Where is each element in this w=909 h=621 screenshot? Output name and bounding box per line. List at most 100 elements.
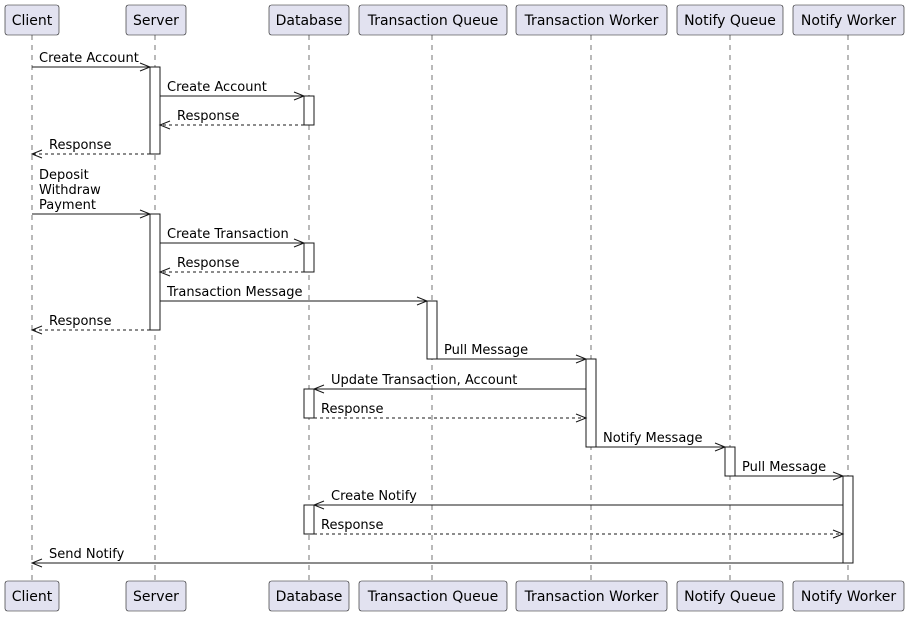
- message-label: Deposit: [39, 168, 89, 183]
- arrowhead: [158, 267, 171, 277]
- message-label: Create Transaction: [167, 227, 289, 242]
- participant-tworker-bottom: Transaction Worker: [515, 580, 668, 612]
- participant-label: Transaction Queue: [367, 589, 499, 605]
- participant-label: Notify Worker: [801, 13, 896, 29]
- message-label: Pull Message: [742, 460, 826, 475]
- message-11: Update Transaction, Account: [312, 373, 586, 394]
- participant-label: Transaction Queue: [367, 13, 499, 29]
- participant-label: Transaction Worker: [524, 13, 659, 29]
- participant-box: [125, 580, 187, 612]
- message-label: Create Account: [167, 80, 267, 95]
- activation-bar-database: [303, 95, 315, 126]
- message-2: Create Account: [160, 80, 306, 101]
- participant-database-bottom: Database: [268, 580, 350, 612]
- activation-bar-server: [149, 66, 161, 155]
- activation-bar-database: [303, 242, 315, 273]
- message-label: Create Account: [39, 51, 139, 66]
- activation-bar-database: [303, 504, 315, 535]
- arrowhead: [30, 149, 43, 159]
- message-14: Pull Message: [735, 460, 845, 481]
- message-label: Response: [177, 109, 239, 124]
- message-label: Payment: [39, 198, 96, 213]
- arrowhead: [416, 296, 429, 306]
- participant-box: [358, 580, 508, 612]
- participant-label: Notify Worker: [801, 589, 896, 605]
- activation-bar-tqueue: [426, 300, 438, 360]
- participant-box: [4, 580, 60, 612]
- participant-box: [792, 580, 905, 612]
- message-1: Create Account: [32, 51, 152, 72]
- arrowhead: [575, 413, 588, 423]
- message-4: Response: [30, 138, 150, 159]
- participant-tqueue-bottom: Transaction Queue: [358, 580, 508, 612]
- participant-box: [268, 580, 350, 612]
- arrowhead: [714, 442, 727, 452]
- message-label: Response: [49, 138, 111, 153]
- arrowhead: [30, 558, 43, 568]
- participant-box: [515, 580, 668, 612]
- arrowhead: [293, 238, 306, 248]
- participant-label: Server: [133, 13, 179, 29]
- message-13: Notify Message: [596, 431, 727, 452]
- participant-tworker-top: Transaction Worker: [515, 4, 668, 36]
- arrowhead: [575, 354, 588, 364]
- arrowhead: [139, 209, 152, 219]
- message-10: Pull Message: [437, 343, 588, 364]
- activation-bar-tworker: [585, 358, 597, 448]
- participant-label: Notify Queue: [684, 13, 776, 29]
- message-17: Send Notify: [30, 547, 843, 568]
- participant-client-top: Client: [4, 4, 60, 36]
- message-label: Transaction Message: [166, 285, 302, 300]
- arrowhead: [139, 62, 152, 72]
- arrowhead: [832, 529, 845, 539]
- participant-nqueue-bottom: Notify Queue: [676, 580, 784, 612]
- participant-tqueue-top: Transaction Queue: [358, 4, 508, 36]
- participant-server-bottom: Server: [125, 580, 187, 612]
- participant-label: Client: [12, 13, 53, 29]
- participant-label: Database: [276, 13, 343, 29]
- participant-server-top: Server: [125, 4, 187, 36]
- participant-nqueue-top: Notify Queue: [676, 4, 784, 36]
- message-15: Create Notify: [312, 489, 843, 510]
- participant-box: [268, 4, 350, 36]
- participant-box: [676, 580, 784, 612]
- message-label: Withdraw: [39, 183, 101, 198]
- message-8: Transaction Message: [160, 285, 429, 306]
- participant-nworker-top: Notify Worker: [792, 4, 905, 36]
- participant-label: Transaction Worker: [524, 589, 659, 605]
- participant-box: [4, 4, 60, 36]
- participant-nworker-bottom: Notify Worker: [792, 580, 905, 612]
- participant-box: [358, 4, 508, 36]
- message-label: Response: [321, 402, 383, 417]
- arrowhead: [30, 325, 43, 335]
- message-label: Send Notify: [49, 547, 125, 562]
- participant-client-bottom: Client: [4, 580, 60, 612]
- message-7: Response: [158, 256, 304, 277]
- arrowhead: [293, 91, 306, 101]
- activation-bar-database: [303, 388, 315, 419]
- participant-label: Server: [133, 589, 179, 605]
- message-label: Create Notify: [331, 489, 417, 504]
- participant-box: [515, 4, 668, 36]
- message-16: Response: [314, 518, 845, 539]
- message-label: Notify Message: [603, 431, 703, 446]
- arrowhead: [832, 471, 845, 481]
- message-3: Response: [158, 109, 304, 130]
- participant-box: [125, 4, 187, 36]
- activation-bar-nqueue: [724, 446, 736, 477]
- message-label: Response: [321, 518, 383, 533]
- arrowhead: [158, 120, 171, 130]
- activation-bar-nworker: [842, 475, 854, 564]
- participant-label: Notify Queue: [684, 589, 776, 605]
- participant-label: Database: [276, 589, 343, 605]
- message-6: Create Transaction: [160, 227, 306, 248]
- message-label: Response: [177, 256, 239, 271]
- participant-label: Client: [12, 589, 53, 605]
- participant-database-top: Database: [268, 4, 350, 36]
- participant-box: [792, 4, 905, 36]
- message-label: Pull Message: [444, 343, 528, 358]
- message-9: Response: [30, 314, 150, 335]
